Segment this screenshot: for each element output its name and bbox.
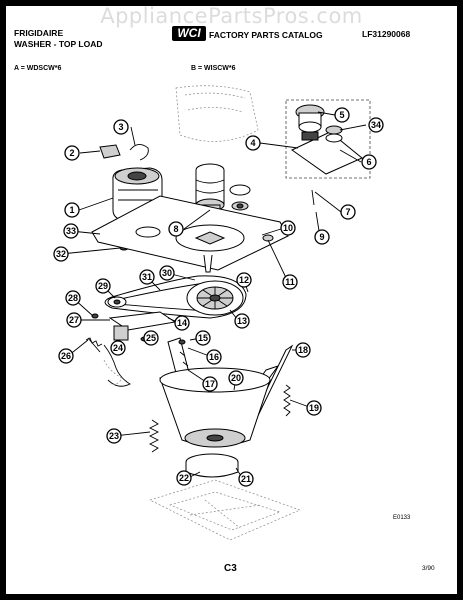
svg-text:27: 27	[69, 315, 79, 325]
svg-text:2: 2	[69, 148, 74, 158]
svg-text:24: 24	[113, 343, 123, 353]
tub-outline-top	[175, 85, 259, 142]
callout-20: 20	[228, 370, 244, 386]
svg-text:32: 32	[56, 249, 66, 259]
callout-16: 16	[206, 349, 222, 365]
small-parts-top-left	[99, 144, 149, 161]
svg-text:20: 20	[231, 373, 241, 383]
svg-text:17: 17	[205, 379, 215, 389]
callout-33: 33	[63, 223, 79, 239]
svg-text:30: 30	[162, 268, 172, 278]
callout-23: 23	[106, 428, 122, 444]
callout-7: 7	[340, 204, 356, 220]
callout-1: 1	[64, 202, 80, 218]
callout-24: 24	[110, 340, 126, 356]
model-b-label: B = WISCW*6	[191, 65, 236, 72]
callout-18: 18	[295, 342, 311, 358]
callout-14: 14	[174, 315, 190, 331]
svg-text:4: 4	[250, 138, 255, 148]
model-a-label: A = WDSCW*6	[14, 65, 62, 72]
page-number: C3	[224, 563, 237, 574]
callout-17: 17	[202, 376, 218, 392]
callout-29: 29	[95, 278, 111, 294]
catalog-number: LF31290068	[362, 29, 411, 39]
callout-26: 26	[58, 348, 74, 364]
callout-30: 30	[159, 265, 175, 281]
svg-text:33: 33	[66, 226, 76, 236]
product-label: WASHER - TOP LOAD	[14, 39, 103, 49]
watermark-text: AppliancePartsPros.com	[100, 4, 363, 28]
svg-text:6: 6	[366, 157, 371, 167]
snubber-ring	[185, 453, 239, 478]
base-mounting-plate	[91, 195, 289, 273]
svg-text:18: 18	[298, 345, 308, 355]
svg-text:15: 15	[198, 333, 208, 343]
callout-2: 2	[64, 145, 80, 161]
callout-15: 15	[195, 330, 211, 346]
svg-text:26: 26	[61, 351, 71, 361]
callout-25: 25	[143, 330, 159, 346]
svg-text:10: 10	[283, 223, 293, 233]
logo-text: WCI	[177, 26, 201, 40]
callout-5: 5	[334, 107, 350, 123]
wci-logo-icon: WCI	[172, 26, 206, 41]
base-frame	[149, 479, 301, 541]
svg-text:11: 11	[285, 277, 295, 287]
svg-text:23: 23	[109, 431, 119, 441]
callout-3: 3	[113, 119, 129, 135]
svg-text:7: 7	[345, 207, 350, 217]
svg-text:25: 25	[146, 333, 156, 343]
callout-8: 8	[168, 221, 184, 237]
svg-text:22: 22	[179, 473, 189, 483]
callout-32: 32	[53, 246, 69, 262]
callout-34: 34	[368, 117, 384, 133]
callout-22: 22	[176, 470, 192, 486]
callout-28: 28	[65, 290, 81, 306]
callout-11: 11	[282, 274, 298, 290]
svg-text:5: 5	[339, 110, 344, 120]
svg-text:29: 29	[98, 281, 108, 291]
svg-text:28: 28	[68, 293, 78, 303]
svg-text:12: 12	[239, 275, 249, 285]
revision-date: 3/90	[422, 565, 435, 572]
callout-19: 19	[306, 400, 322, 416]
svg-text:8: 8	[173, 224, 178, 234]
svg-text:16: 16	[209, 352, 219, 362]
figure-code: E0133	[393, 515, 411, 521]
callout-21: 21	[238, 471, 254, 487]
svg-text:1: 1	[69, 205, 74, 215]
svg-text:14: 14	[177, 318, 187, 328]
svg-text:19: 19	[309, 403, 319, 413]
drive-belt-and-pulleys	[104, 275, 247, 319]
svg-text:31: 31	[142, 272, 152, 282]
catalog-title: FACTORY PARTS CATALOG	[209, 30, 323, 40]
brand-label: FRIGIDAIRE	[14, 28, 64, 38]
callout-6: 6	[361, 154, 377, 170]
callout-4: 4	[245, 135, 261, 151]
svg-text:34: 34	[371, 120, 381, 130]
pump-and-linkage	[85, 311, 177, 387]
callout-9: 9	[314, 229, 330, 245]
svg-text:9: 9	[319, 232, 324, 242]
callout-10: 10	[280, 220, 296, 236]
callout-31: 31	[139, 269, 155, 285]
model-b-pump-inset	[285, 99, 371, 179]
callout-27: 27	[66, 312, 82, 328]
callout-12: 12	[236, 272, 252, 288]
callout-13: 13	[234, 313, 250, 329]
svg-text:13: 13	[237, 316, 247, 326]
transmission-and-gearcase	[195, 163, 251, 222]
svg-text:21: 21	[241, 474, 251, 484]
svg-text:3: 3	[118, 122, 123, 132]
